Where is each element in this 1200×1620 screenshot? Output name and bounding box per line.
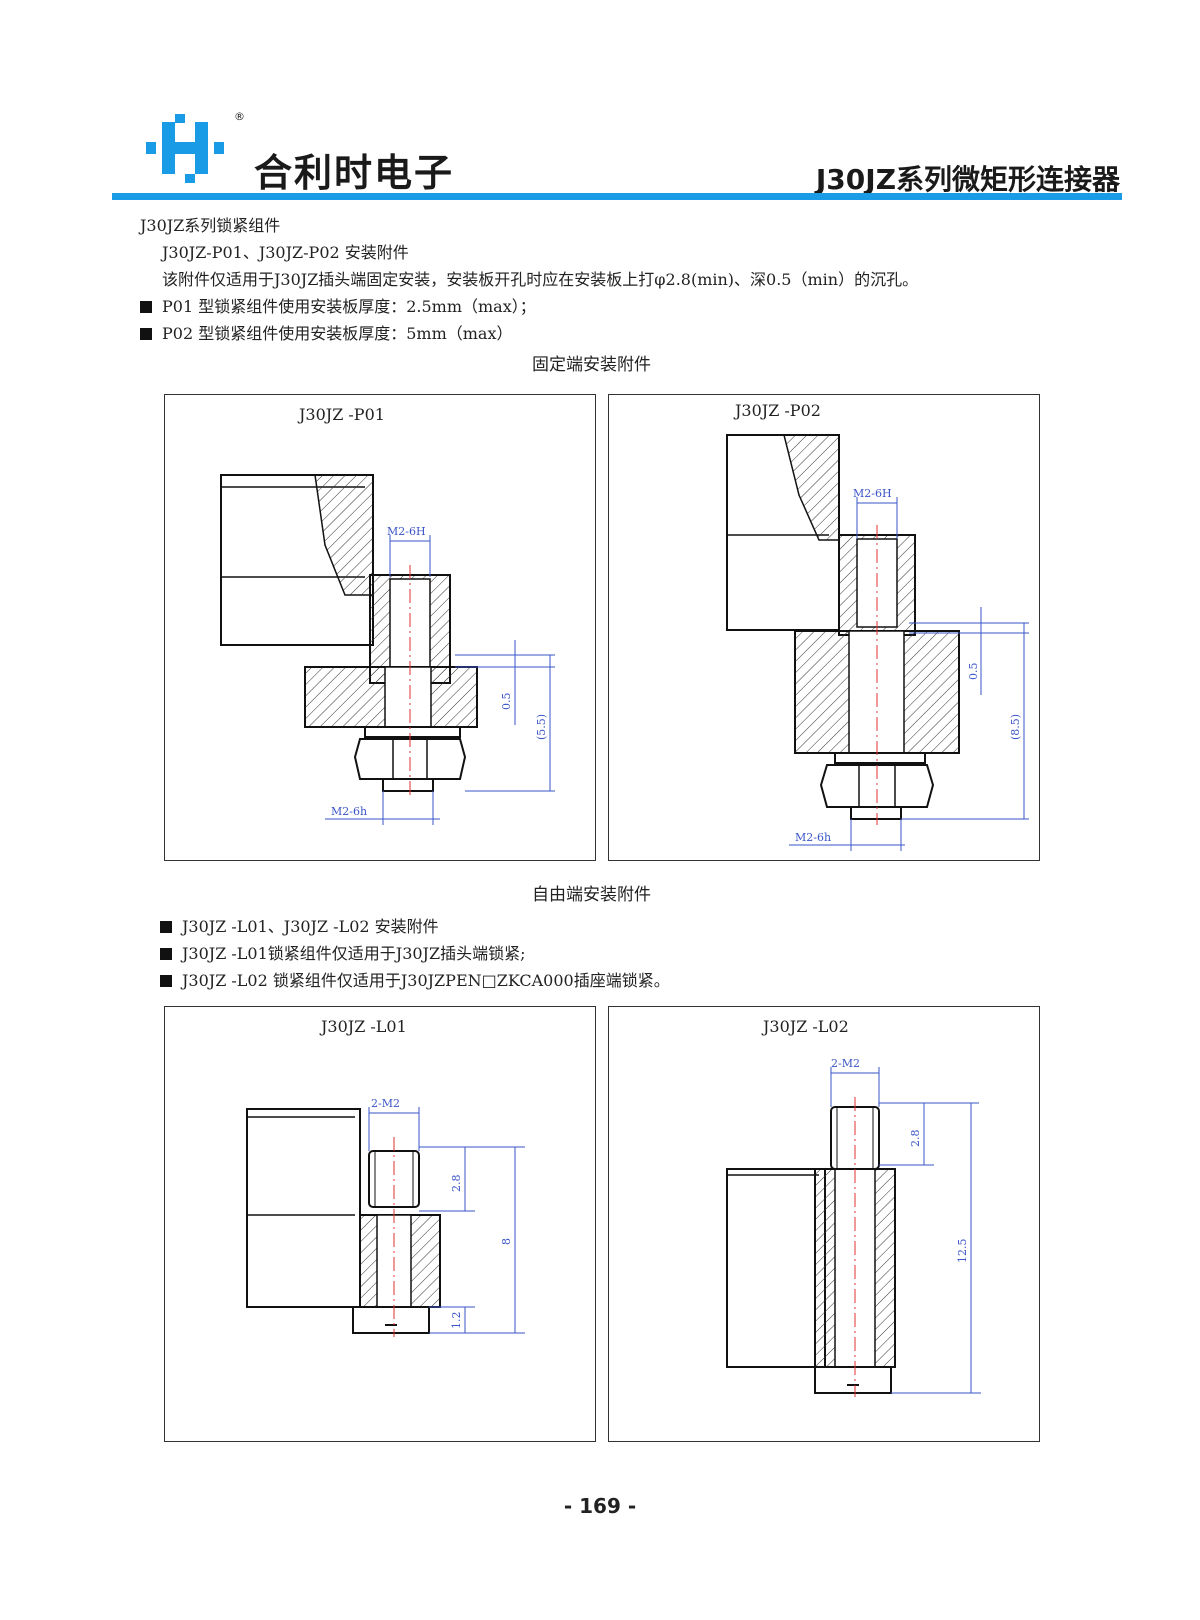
list-item: J30JZ -L01锁紧组件仅适用于J30JZ插头端锁紧;: [160, 944, 525, 964]
technical-drawing-p01: M2-6H 0.5 (5.5) M2-6h: [220, 474, 555, 825]
bullet-icon: [160, 948, 172, 960]
dimension-label: 1.2: [450, 1312, 463, 1330]
dimension-label: M2-6h: [331, 805, 367, 818]
page-number: - 169 -: [563, 1494, 637, 1518]
free-end-caption: 自由端安装附件: [532, 885, 651, 905]
fixed-end-caption: 固定端安装附件: [532, 355, 651, 375]
drawing-panel-p02: J30JZ -P02 M2-6H 0.5 (8.5) M: [608, 394, 1040, 861]
panel-label: J30JZ -L01: [321, 1017, 407, 1036]
dimension-label: (5.5): [535, 714, 548, 740]
drawing-panel-p01: J30JZ -P01 M2-6H 0.5: [164, 394, 596, 861]
list-item: P01 型锁紧组件使用安装板厚度：2.5mm（max）；: [140, 297, 536, 317]
company-logo: [140, 110, 230, 188]
document-title: J30JZ系列微矩形连接器: [815, 163, 1120, 196]
drawing-panel-l01: J30JZ -L01 2-M2 2.8 8 1.2: [164, 1006, 596, 1442]
dimension-label: 0.5: [500, 693, 513, 711]
technical-drawing-l02: 2-M2 2.8 12.5: [726, 1057, 981, 1397]
panel-label: J30JZ -P01: [299, 405, 385, 424]
logo-mark-icon: [146, 114, 224, 183]
dimension-label: 12.5: [956, 1239, 969, 1264]
dimension-label: (8.5): [1009, 714, 1022, 740]
list-item: J30JZ -L02 锁紧组件仅适用于J30JZPEN□ZKCA000插座端锁紧…: [160, 971, 670, 991]
dimension-label: 2-M2: [831, 1057, 860, 1070]
registered-mark: ®: [234, 110, 245, 123]
bullet-icon: [160, 921, 172, 933]
panel-label: J30JZ -L02: [763, 1017, 849, 1036]
section-subtitle: J30JZ-P01、J30JZ-P02 安装附件: [162, 243, 409, 262]
brand-name: 合利时电子: [254, 151, 455, 195]
dimension-label: 2.8: [909, 1130, 922, 1148]
dimension-label: 8: [500, 1238, 513, 1245]
bullet-icon: [160, 975, 172, 987]
dimension-label: M2-6H: [853, 487, 892, 500]
drawing-panel-l02: J30JZ -L02 2-M2 2.8 12.5: [608, 1006, 1040, 1442]
technical-drawing-p02: M2-6H 0.5 (8.5) M2-6h: [726, 434, 1029, 851]
bullet-icon: [140, 301, 152, 313]
dimension-label: 0.5: [967, 663, 980, 681]
bullet-icon: [140, 328, 152, 340]
list-item: P02 型锁紧组件使用安装板厚度：5mm（max）: [140, 324, 512, 344]
dimension-label: 2.8: [450, 1175, 463, 1193]
list-item: J30JZ -L01、J30JZ -L02 安装附件: [160, 917, 439, 937]
dimension-label: M2-6h: [795, 831, 831, 844]
dimension-label: M2-6H: [387, 525, 426, 538]
header-rule: [112, 193, 1122, 200]
dimension-label: 2-M2: [371, 1097, 400, 1110]
technical-drawing-l01: 2-M2 2.8 8 1.2: [246, 1097, 525, 1337]
section-title: J30JZ系列锁紧组件: [140, 216, 281, 235]
section-note: 该附件仅适用于J30JZ插头端固定安装，安装板开孔时应在安装板上打φ2.8(mi…: [162, 270, 919, 289]
panel-label: J30JZ -P02: [735, 401, 821, 420]
